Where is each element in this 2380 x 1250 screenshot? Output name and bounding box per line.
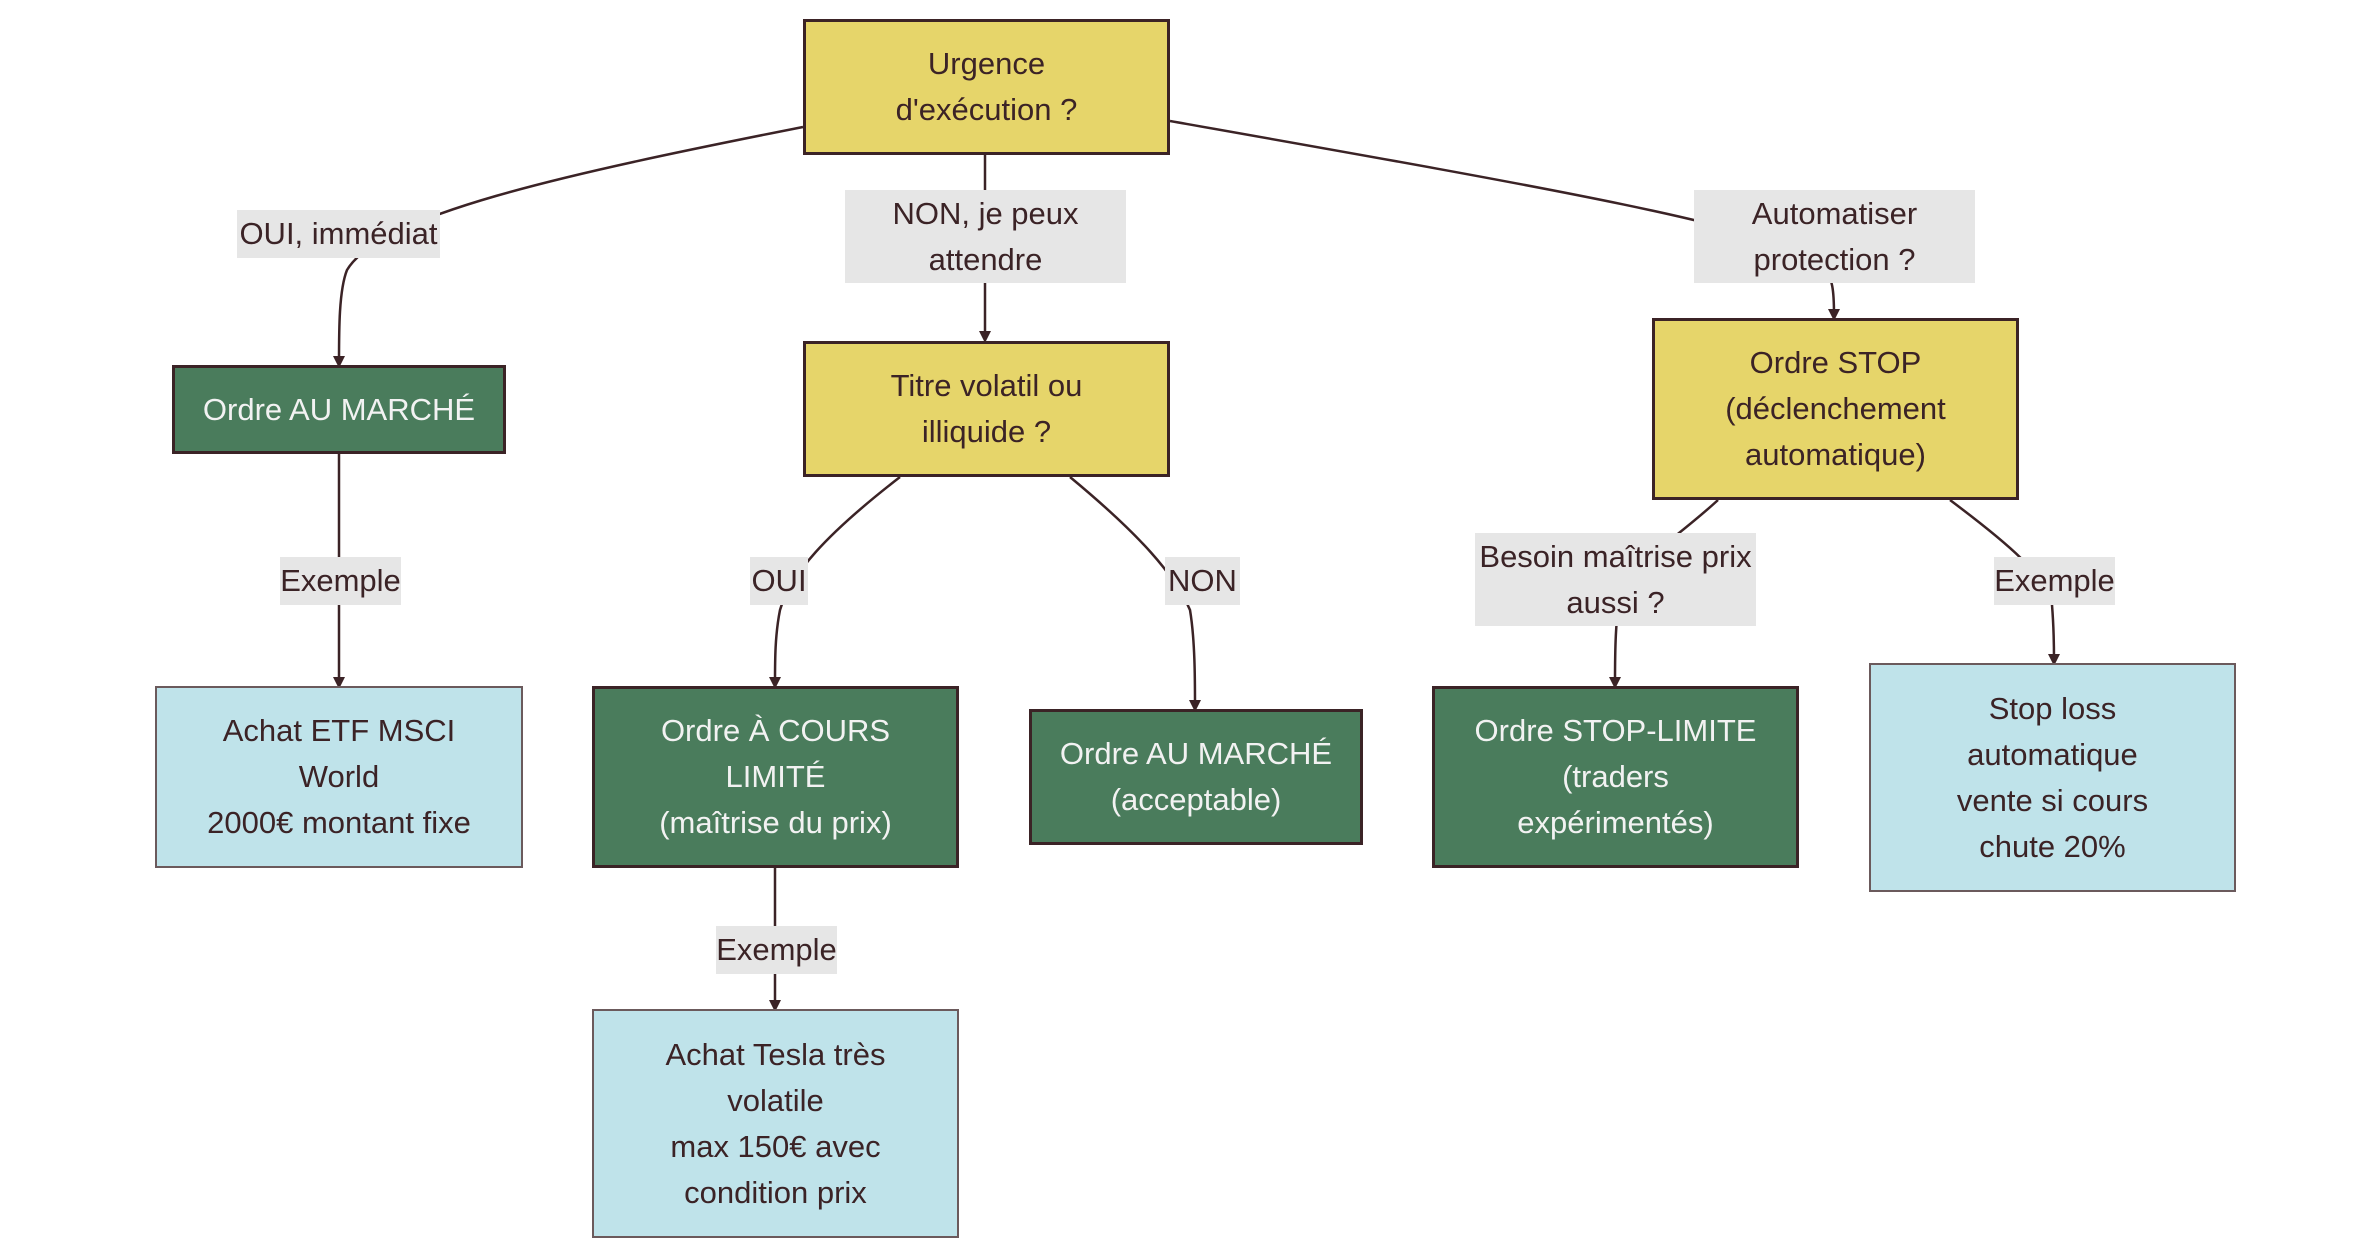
node-urgence-execution-text: Urgence d'exécution ? (895, 46, 1078, 127)
node-ordre-au-marche-acceptable: Ordre AU MARCHÉ (acceptable) (1029, 709, 1363, 845)
edge-label-exemple-stop-loss: Exemple (1994, 557, 2115, 605)
node-ordre-au-marche-text: Ordre AU MARCHÉ (202, 391, 476, 427)
node-ordre-au-marche: Ordre AU MARCHÉ (172, 365, 506, 454)
node-ordre-cours-limite-text: Ordre À COURS LIMITÉ (maîtrise du prix) (659, 713, 892, 840)
edge-label-oui-immediat: OUI, immédiat (237, 210, 440, 258)
edge-label-non-attendre: NON, je peux attendre (845, 190, 1126, 283)
node-titre-volatil: Titre volatil ou illiquide ? (803, 341, 1170, 477)
node-achat-tesla: Achat Tesla très volatile max 150€ avec … (592, 1009, 959, 1238)
node-ordre-stop-limite: Ordre STOP-LIMITE (traders expérimentés) (1432, 686, 1799, 868)
node-ordre-au-marche-acceptable-text: Ordre AU MARCHÉ (acceptable) (1059, 736, 1333, 817)
node-stop-loss: Stop loss automatique vente si cours chu… (1869, 663, 2236, 892)
node-achat-etf-text: Achat ETF MSCI World 2000€ montant fixe (207, 713, 471, 840)
node-stop-loss-text: Stop loss automatique vente si cours chu… (1956, 690, 2149, 864)
edge-label-automatiser-protection: Automatiser protection ? (1694, 190, 1975, 283)
node-achat-tesla-text: Achat Tesla très volatile max 150€ avec … (665, 1036, 886, 1210)
edge-label-oui: OUI (750, 557, 808, 605)
edge-label-exemple-tesla: Exemple (716, 926, 837, 974)
node-ordre-stop: Ordre STOP (déclenchement automatique) (1652, 318, 2019, 500)
node-titre-volatil-text: Titre volatil ou illiquide ? (890, 368, 1083, 449)
node-ordre-stop-text: Ordre STOP (déclenchement automatique) (1725, 345, 1946, 472)
node-urgence-execution: Urgence d'exécution ? (803, 19, 1170, 155)
edge-label-exemple-etf: Exemple (280, 557, 401, 605)
node-ordre-cours-limite: Ordre À COURS LIMITÉ (maîtrise du prix) (592, 686, 959, 868)
node-achat-etf: Achat ETF MSCI World 2000€ montant fixe (155, 686, 523, 868)
edge-label-besoin-maitrise-prix: Besoin maîtrise prix aussi ? (1475, 533, 1756, 626)
edge-label-non: NON (1165, 557, 1240, 605)
node-ordre-stop-limite-text: Ordre STOP-LIMITE (traders expérimentés) (1474, 713, 1757, 840)
